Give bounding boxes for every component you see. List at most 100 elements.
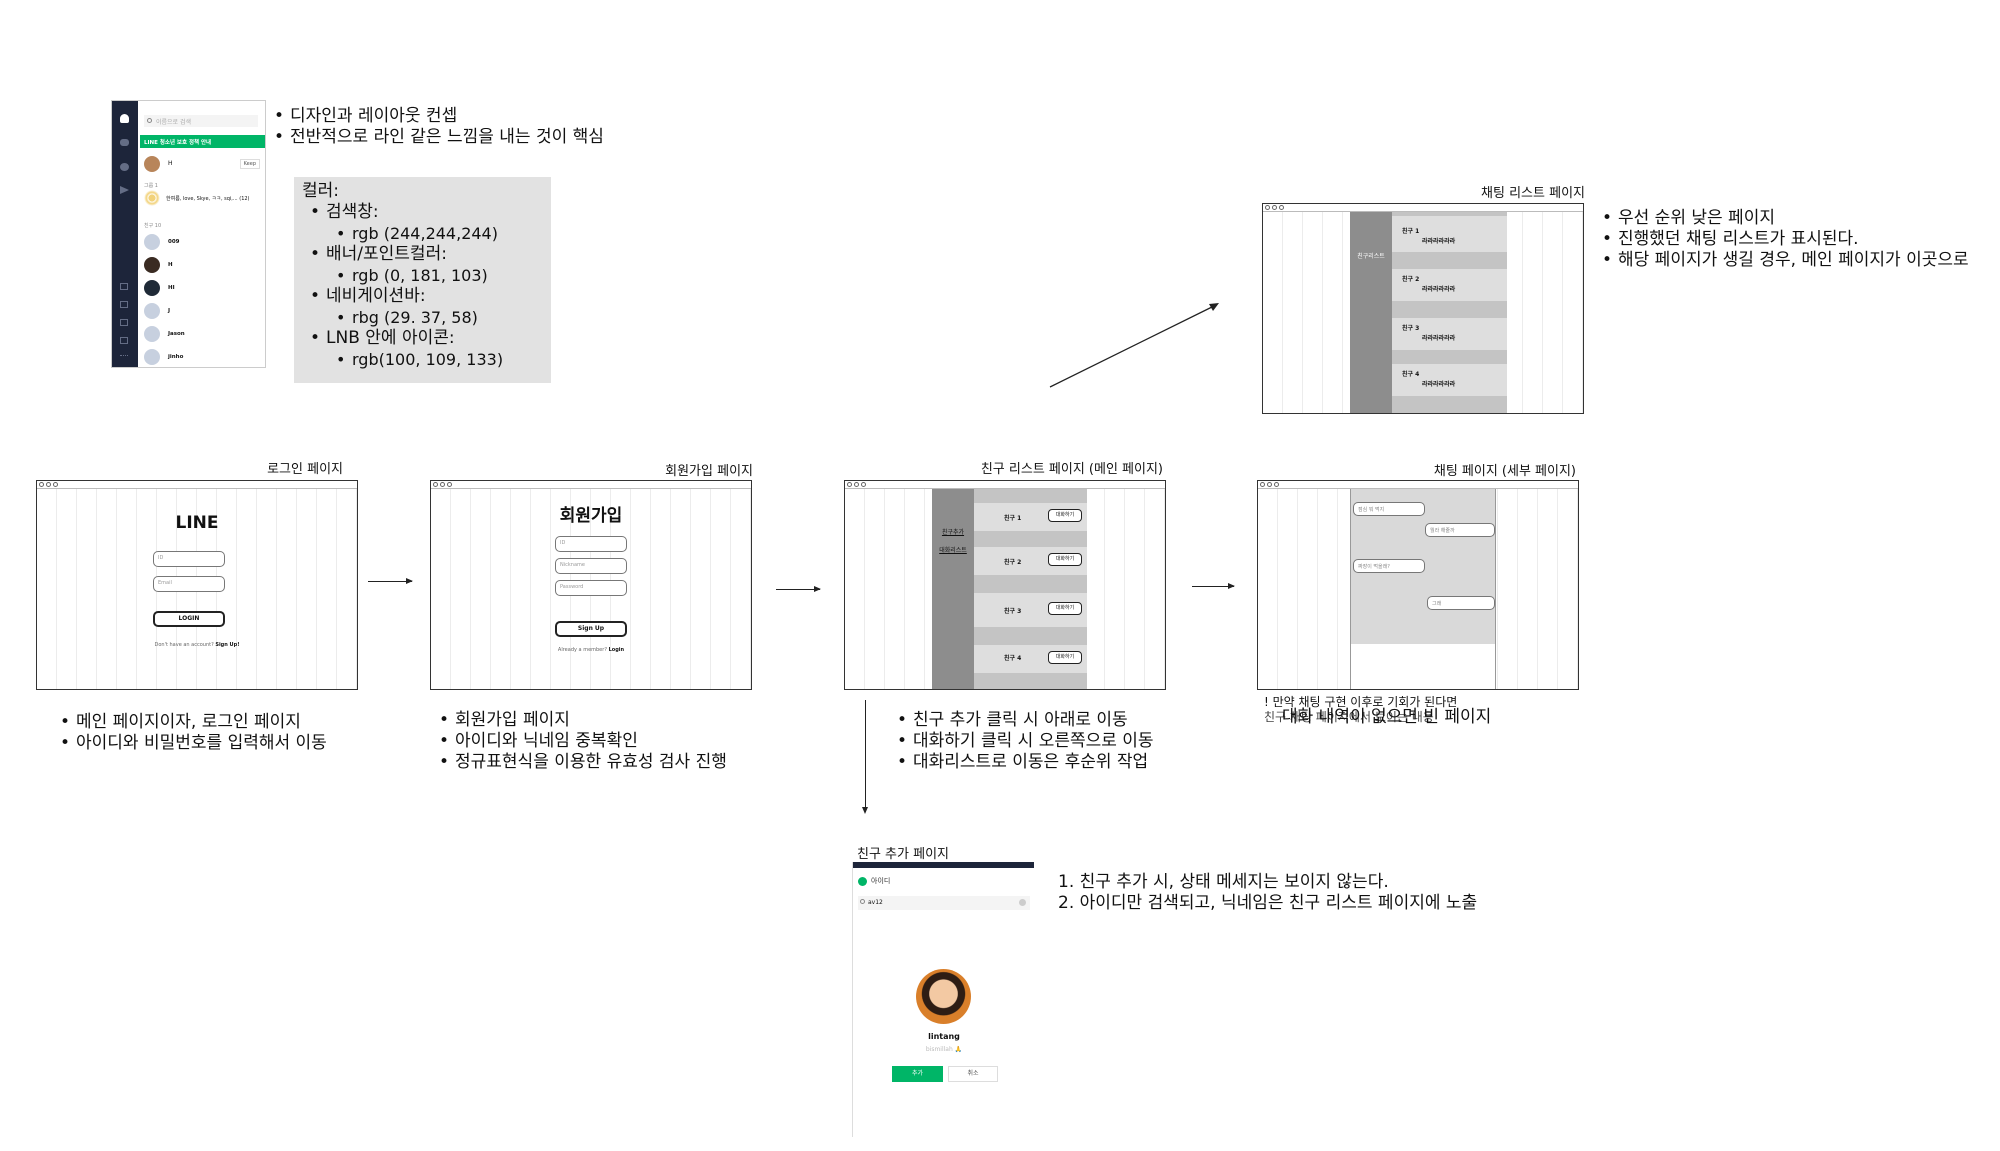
color-value: rgb(100, 109, 133) [334, 349, 543, 370]
login-link[interactable]: Login [608, 647, 625, 653]
addfriend-frame-title: 친구 추가 페이지 [857, 847, 949, 862]
password-input[interactable]: Password [555, 580, 627, 596]
my-name: H [168, 160, 173, 167]
chat-button[interactable]: 대화하기 [1048, 602, 1082, 615]
my-profile-row[interactable]: H Keep [144, 156, 262, 172]
id-input[interactable]: ID [153, 551, 225, 567]
message-bubble: 짜장이 먹을래? [1353, 559, 1425, 573]
search-input[interactable]: av12 [858, 896, 1030, 910]
group-name: 한여름, love, Skye, ㅋㅋ, sqi,... (12) [166, 196, 250, 202]
chat-note: 대화 내역이 없으면 빈 페이지 [1282, 707, 1492, 727]
profile-name: lintang [928, 1032, 960, 1041]
signup-frame-title: 회원가입 페이지 [665, 464, 753, 479]
search-icon [860, 899, 865, 904]
email-input[interactable]: Email [153, 576, 225, 592]
nav-add-friend[interactable]: 친구추가 [941, 529, 965, 536]
chatlist-list: 친구 1 라라라라라라 친구 2 라라라라라라 친구 3 라라라라라라 친구 4… [1392, 212, 1507, 413]
list-item: 친구 4 대화하기 [974, 645, 1087, 673]
message-bubble: 점심 뭐 먹지 [1353, 502, 1425, 516]
chat-panel: 점심 뭐 먹지 뭘라 해줄까 짜장이 먹을래? 그래 [1350, 489, 1496, 689]
signup-heading: 회원가입 [559, 506, 623, 526]
friend-name: J [168, 308, 171, 314]
friends-wireframe: 친구추가 대화리스트 친구 1 대화하기 친구 2 대화하기 친구 3 대화하기… [844, 480, 1166, 690]
group-avatar [144, 190, 160, 206]
avatar [144, 234, 160, 250]
color-heading: 컬러: [302, 181, 340, 201]
list-item[interactable]: 009 [144, 234, 262, 250]
color-item: 배너/포인트컬러: rgb (0, 181, 103) [308, 244, 543, 286]
chat-button[interactable]: 대화하기 [1048, 651, 1082, 664]
arrow-friends-to-chat [1192, 583, 1235, 589]
chatlist-notes: 우선 순위 낮은 페이지 진행했던 채팅 리스트가 표시된다. 해당 페이지가 … [1600, 208, 1996, 271]
list-item[interactable]: H [144, 257, 262, 273]
nav-chat-list[interactable]: 대화리스트 [939, 547, 967, 554]
crop-icon [120, 301, 128, 308]
chat-name: 친구 1 [1402, 228, 1420, 235]
chat-wireframe: 점심 뭐 먹지 뭘라 해줄까 짜장이 먹을래? 그래 [1257, 480, 1579, 690]
list-item: 정규표현식을 이용한 유효성 검사 진행 [437, 752, 797, 773]
signup-prompt: Don't have an account? Sign Up! [154, 642, 240, 648]
signup-wireframe: 회원가입 ID Nickname Password Sign Up Alread… [430, 480, 752, 690]
friends-list: 친구 1 대화하기 친구 2 대화하기 친구 3 대화하기 친구 4 대화하기 [974, 489, 1087, 689]
list-item[interactable]: 친구 1 라라라라라라 [1392, 216, 1507, 252]
tab-id[interactable]: 아이디 [858, 876, 890, 886]
flag-icon [120, 186, 129, 194]
list-item[interactable]: HI [144, 280, 262, 296]
chat-messages: 점심 뭐 먹지 뭘라 해줄까 짜장이 먹을래? 그래 [1351, 489, 1495, 644]
list-item[interactable]: J [144, 303, 262, 319]
message-bubble: 뭘라 해줄까 [1425, 523, 1495, 537]
login-button[interactable]: LOGIN [153, 611, 225, 627]
nav-friend-list[interactable]: 친구리스트 [1357, 253, 1385, 260]
list-item: 친구 3 대화하기 [974, 593, 1087, 627]
keep-button[interactable]: Keep [239, 159, 260, 169]
chat-icon [120, 139, 129, 146]
arrow-signup-to-friends [776, 586, 821, 592]
avatar [144, 303, 160, 319]
login-wireframe: LINE ID Email LOGIN Don't have an accoun… [36, 480, 358, 690]
profile-status: bismillah 🙏 [925, 1046, 963, 1053]
list-item[interactable]: 친구 2 라라라라라라 [1392, 269, 1507, 301]
list-item[interactable]: 친구 3 라라라라라라 [1392, 318, 1507, 350]
list-item: 전반적으로 라인 같은 느낌을 내는 것이 핵심 [272, 127, 652, 148]
color-value: rbg (29. 37, 58) [334, 307, 543, 328]
add-button[interactable]: 추가 [892, 1066, 943, 1082]
policy-banner[interactable]: LINE 청소년 보호 정책 안내 [140, 135, 265, 148]
list-item[interactable]: 친구 4 라라라라라라 [1392, 364, 1507, 396]
signup-link[interactable]: Sign Up! [215, 642, 240, 648]
chat-note-overlap-2: 친구 채팅 페이지에서 보이는 내용 [1264, 710, 1434, 724]
clear-icon[interactable] [1019, 899, 1026, 906]
window-dots [1260, 482, 1279, 487]
message-bubble: 그래 [1427, 596, 1495, 610]
add-friend-icon [120, 163, 129, 171]
arrow-friends-to-add [862, 700, 868, 814]
profile-avatar [916, 969, 971, 1024]
friend-name: HI [168, 285, 175, 291]
search-box[interactable]: 이름으로 검색 [144, 115, 258, 127]
search-placeholder: 이름으로 검색 [156, 119, 192, 126]
friends-nav: 친구추가 대화리스트 [932, 489, 974, 689]
list-item: 회원가입 페이지 [437, 710, 797, 731]
color-item: 검색창: rgb (244,244,244) [308, 202, 543, 244]
group-row[interactable]: 한여름, love, Skye, ㅋㅋ, sqi,... (12) [144, 190, 264, 206]
check-icon [858, 876, 867, 886]
bookmark-icon [120, 319, 128, 326]
chat-button[interactable]: 대화하기 [1048, 509, 1082, 522]
group-header: 그룹 1 [144, 183, 158, 189]
friend-name: 친구 2 [1004, 559, 1022, 566]
list-item[interactable]: jinho [144, 349, 262, 365]
avatar [144, 349, 160, 365]
list-item: 대화리스트로 이동은 후순위 작업 [895, 752, 1215, 773]
top-bar [853, 862, 1034, 868]
more-icon [120, 355, 128, 358]
id-input[interactable]: ID [555, 536, 627, 552]
chat-button[interactable]: 대화하기 [1048, 553, 1082, 566]
cancel-button[interactable]: 취소 [948, 1066, 998, 1082]
login-frame-title: 로그인 페이지 [267, 462, 343, 477]
list-item[interactable]: Jason [144, 326, 262, 342]
search-icon [147, 118, 152, 123]
nickname-input[interactable]: Nickname [555, 558, 627, 574]
login-prompt: Already a member? Login [557, 647, 625, 653]
list-item: 우선 순위 낮은 페이지 [1600, 208, 1996, 229]
chat-name: 친구 2 [1402, 276, 1420, 283]
signup-button[interactable]: Sign Up [555, 621, 627, 637]
